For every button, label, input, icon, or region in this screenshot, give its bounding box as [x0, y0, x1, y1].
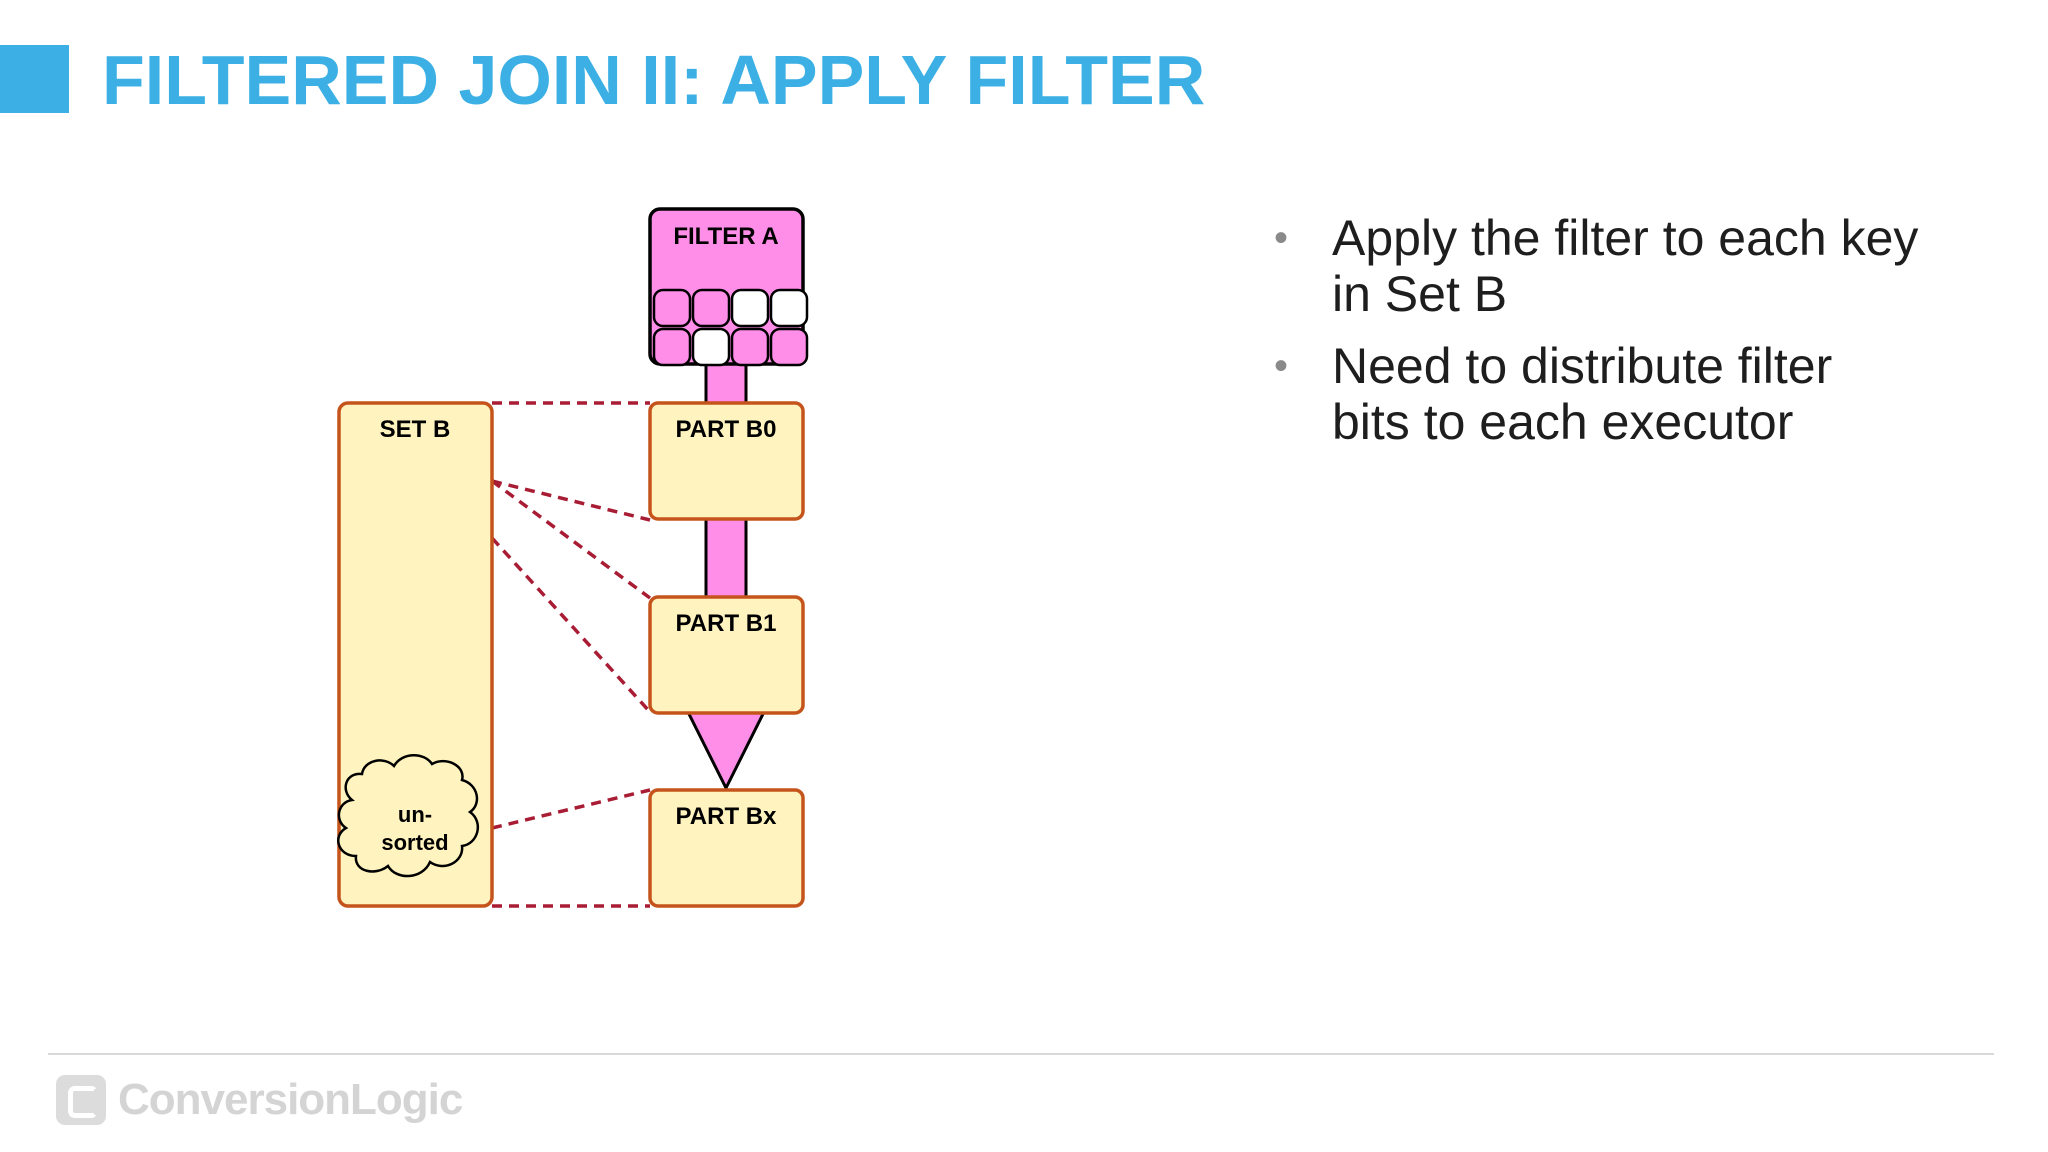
filter-bit-empty — [691, 327, 731, 367]
partition-b0-label: PART B0 — [676, 416, 777, 443]
company-logo: ConversionLogic — [56, 1073, 463, 1127]
partition-bx: PART Bx — [648, 788, 805, 908]
slide-title: FILTERED JOIN II: APPLY FILTER — [102, 41, 1206, 119]
bullet-text: Need to distribute filter bits to each e… — [1332, 338, 1833, 450]
partition-bx-label: PART Bx — [676, 803, 778, 830]
filter-bit-set — [691, 288, 731, 328]
bullet-dot-icon: • — [1274, 344, 1289, 388]
unsorted-cloud: un- sorted — [337, 754, 480, 878]
filter-a-label: FILTER A — [673, 223, 778, 250]
footer-divider — [48, 1053, 1994, 1055]
filter-bit-set — [769, 327, 809, 367]
filter-bit-empty — [769, 288, 809, 328]
bullet-item: • Apply the filter to each key in Set B — [1262, 210, 1922, 322]
filter-bit-set — [730, 327, 770, 367]
partition-b0: PART B0 — [648, 401, 805, 521]
filter-bit-grid — [652, 288, 809, 367]
logo-wordmark: ConversionLogic — [118, 1075, 463, 1124]
logo-mark-icon — [56, 1075, 106, 1125]
cloud-label-line2: sorted — [381, 830, 448, 855]
title-accent-block — [0, 45, 69, 113]
filter-arrowhead — [684, 706, 768, 790]
cloud-label-line1: un- — [398, 802, 432, 827]
set-b-label: SET B — [380, 416, 451, 443]
bullet-text: Apply the filter to each key in Set B — [1332, 210, 1919, 322]
bullet-item: • Need to distribute filter bits to each… — [1262, 338, 1922, 450]
bullet-dot-icon: • — [1274, 216, 1289, 260]
bullet-list: • Apply the filter to each key in Set B … — [1262, 210, 1922, 466]
filter-bit-set — [652, 288, 692, 328]
partition-b1: PART B1 — [648, 595, 805, 715]
filter-bit-empty — [730, 288, 770, 328]
filter-a: FILTER A — [648, 207, 809, 367]
partition-mapping-lines — [490, 401, 652, 908]
filter-pipe — [684, 356, 768, 790]
filter-bit-set — [652, 327, 692, 367]
partition-b1-label: PART B1 — [676, 610, 777, 637]
